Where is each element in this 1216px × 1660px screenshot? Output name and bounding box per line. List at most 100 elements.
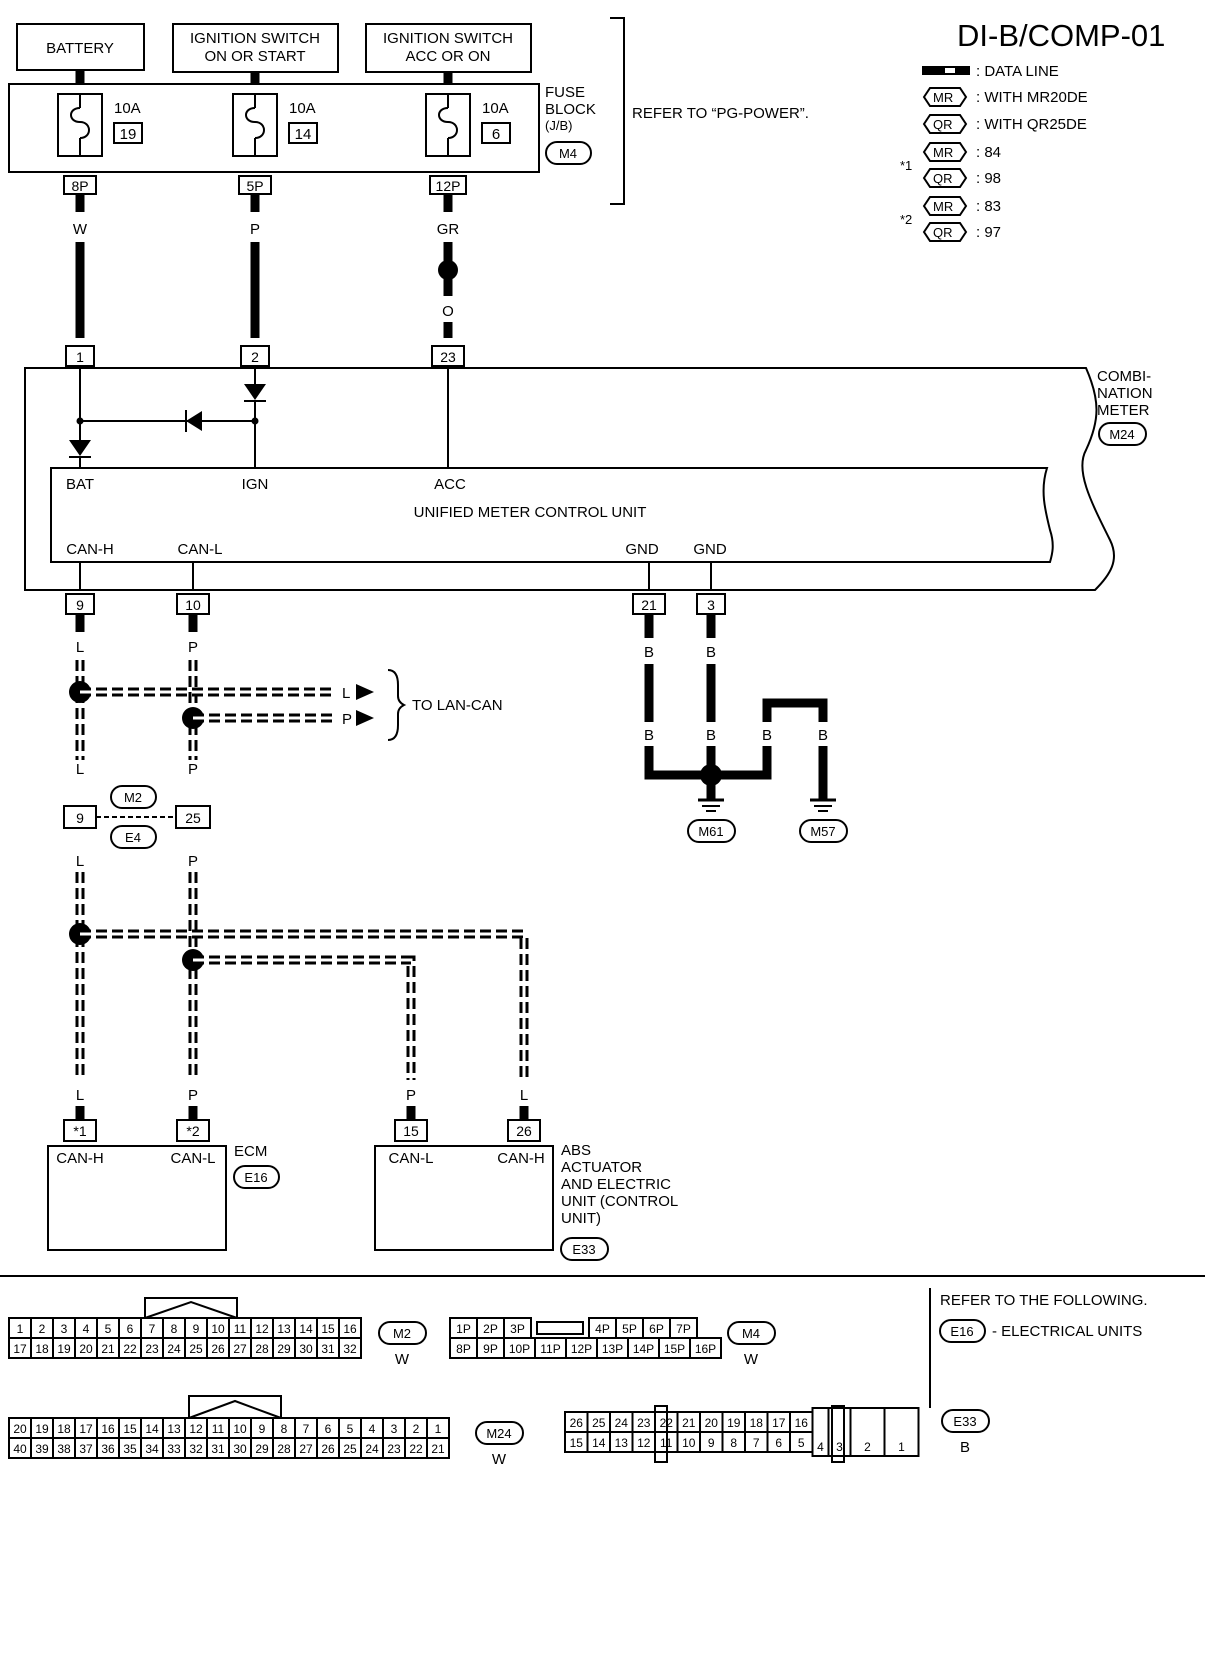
ecm-name: ECM [234, 1143, 267, 1160]
connector-pin-label: 9 [193, 1322, 200, 1336]
connector-pin-label: 20 [79, 1342, 93, 1356]
m24-pin: 4 [360, 1417, 384, 1439]
m4-pin: 1P [449, 1317, 478, 1339]
meter-pin-3: 3 [696, 593, 726, 615]
m24-pin: 38 [52, 1437, 76, 1459]
connector-pin-label: 14 [299, 1322, 313, 1336]
can-lines-lower: L P L P P L [69, 853, 529, 1120]
m24-pin: 15 [118, 1417, 142, 1439]
connector-pin-label: 16 [795, 1416, 809, 1430]
connector-pin-label: 4 [817, 1440, 824, 1454]
ground-wiring: B B B B B B [644, 614, 836, 812]
m4-pin: 4P [588, 1317, 617, 1339]
svg-text:L: L [76, 639, 84, 656]
fuse-pin-8p: 8P [63, 175, 97, 195]
svg-text:10A: 10A [289, 100, 316, 117]
m24-pin: 28 [272, 1437, 296, 1459]
m2-pin: 11 [228, 1317, 252, 1339]
m2-pin: 20 [74, 1337, 98, 1359]
legend-data-line: : DATA LINE [976, 63, 1059, 80]
connector-pin-label: 21 [101, 1342, 115, 1356]
connector-pin-label: 19 [35, 1422, 49, 1436]
m4-pin: 14P [627, 1337, 660, 1359]
connector-pin-label: 27 [233, 1342, 247, 1356]
connector-pin-label: 6 [325, 1422, 332, 1436]
m2-pin: 21 [96, 1337, 120, 1359]
connector-pin-label: 15 [570, 1436, 584, 1450]
connector-pin-label: 4P [595, 1322, 610, 1336]
connector-pin-label: 29 [255, 1442, 269, 1456]
wire-color-o: O [442, 303, 454, 320]
svg-text:B: B [706, 727, 716, 744]
m2-pin: 1 [8, 1317, 32, 1339]
svg-text:IGNITION SWITCH: IGNITION SWITCH [383, 30, 513, 47]
svg-text:AND ELECTRIC: AND ELECTRIC [561, 1176, 671, 1193]
svg-text:UNIT): UNIT) [561, 1210, 601, 1227]
svg-text:IGNITION SWITCH: IGNITION SWITCH [190, 30, 320, 47]
m2-pin: 23 [140, 1337, 164, 1359]
m24-pin: 3 [382, 1417, 406, 1439]
connector-pin-label: 23 [637, 1416, 651, 1430]
e33-pin: 24 [609, 1411, 634, 1433]
connector-pin-label: 17 [772, 1416, 786, 1430]
m24-pin: 29 [250, 1437, 274, 1459]
connector-pin-label: 17 [13, 1342, 27, 1356]
svg-text:M57: M57 [810, 824, 835, 839]
abs-conn: E33 [572, 1242, 595, 1257]
m2-pin: 25 [184, 1337, 208, 1359]
meter-pin-9: 9 [65, 593, 95, 615]
m4-key-slot [536, 1321, 584, 1335]
connector-pin-label: 30 [299, 1342, 313, 1356]
connector-pin-label: 13P [602, 1342, 623, 1356]
m2-pin: 17 [8, 1337, 32, 1359]
connector-pin-label: 16P [695, 1342, 716, 1356]
m4-pin: 3P [503, 1317, 532, 1339]
svg-text:ACTUATOR: ACTUATOR [561, 1159, 642, 1176]
m2-pin: 14 [294, 1317, 318, 1339]
svg-text:5P: 5P [246, 178, 263, 194]
connector-pin-label: 3 [61, 1322, 68, 1336]
connector-pin-label: 18 [35, 1342, 49, 1356]
svg-text:REFER TO THE FOLLOWING.: REFER TO THE FOLLOWING. [940, 1292, 1148, 1309]
m2-pin: 4 [74, 1317, 98, 1339]
connector-pin-label: 39 [35, 1442, 49, 1456]
m4-pin: 9P [476, 1337, 505, 1359]
ground-m57: M57 [799, 819, 848, 843]
svg-text:B: B [960, 1439, 970, 1456]
svg-text:P: P [342, 711, 352, 728]
svg-text:E16: E16 [950, 1324, 973, 1339]
m2-pin: 24 [162, 1337, 186, 1359]
connector-pin-label: 14P [633, 1342, 654, 1356]
connector-pin-label: 16 [343, 1322, 357, 1336]
connector-pin-label: 5 [105, 1322, 112, 1336]
meter-conn: M24 [1109, 427, 1134, 442]
e33-pin: 13 [609, 1431, 634, 1453]
connector-pin-label: 18 [57, 1422, 71, 1436]
connector-pin-label: 14 [592, 1436, 606, 1450]
svg-text:15: 15 [403, 1123, 419, 1139]
connector-pin-label: 13 [167, 1422, 181, 1436]
legend-star2-qr-tag: QR [933, 225, 953, 240]
svg-text:M24: M24 [486, 1426, 511, 1441]
svg-text:CAN-H: CAN-H [56, 1150, 104, 1167]
legend-star2-qr: : 97 [976, 224, 1001, 241]
m2-pin: 32 [338, 1337, 362, 1359]
m24-pin: 24 [360, 1437, 384, 1459]
svg-text:- ELECTRICAL UNITS: - ELECTRICAL UNITS [992, 1323, 1142, 1340]
connector-pin-label: 9 [259, 1422, 266, 1436]
connector-pin-label: 10P [509, 1342, 530, 1356]
svg-text:8P: 8P [71, 178, 88, 194]
connector-pin-label: 19 [57, 1342, 71, 1356]
connector-pin-label: 4 [83, 1322, 90, 1336]
meter-pin-2: 2 [240, 345, 270, 367]
e33-pin: 18 [744, 1411, 769, 1433]
connector-pin-label: 6P [649, 1322, 664, 1336]
m2-pin: 5 [96, 1317, 120, 1339]
m24-pin: 6 [316, 1417, 340, 1439]
meter-internal-circuit [69, 368, 449, 468]
unit-name: UNIFIED METER CONTROL UNIT [414, 504, 647, 521]
e33-pin: 19 [721, 1411, 746, 1433]
connector-pin-label: 2P [483, 1322, 498, 1336]
ground-m61: M61 [687, 819, 736, 843]
m24-pin: 13 [162, 1417, 186, 1439]
